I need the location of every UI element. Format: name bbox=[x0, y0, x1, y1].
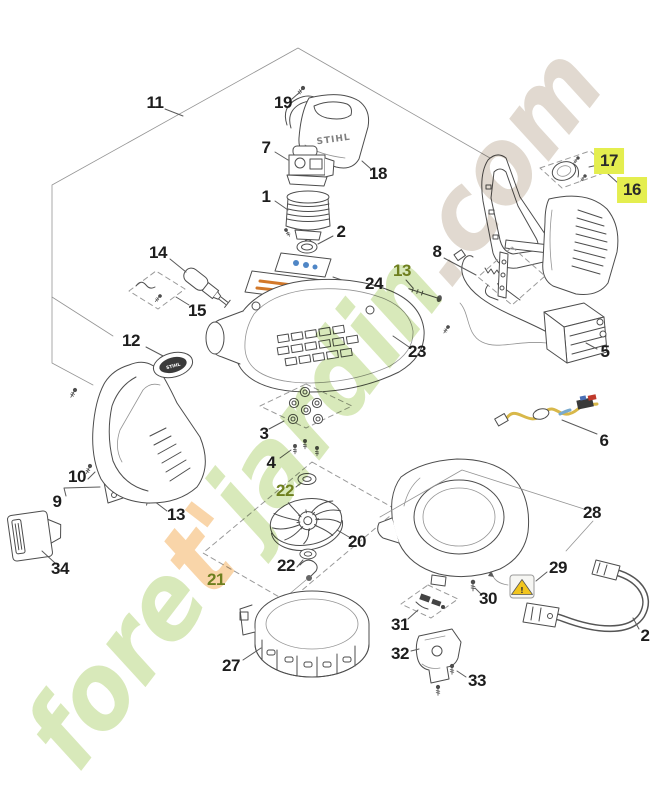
part-label-19: 19 bbox=[274, 93, 292, 112]
part-label-28: 28 bbox=[583, 503, 601, 522]
part-12-fuel-cap: STIHL bbox=[152, 351, 194, 379]
part-label-29: 29 bbox=[549, 558, 567, 577]
part-19-screw bbox=[291, 84, 307, 100]
part-label-7: 7 bbox=[261, 138, 271, 157]
part-label-5: 5 bbox=[600, 342, 610, 361]
part-left-housing-shell bbox=[68, 361, 206, 504]
part-23-main-housing bbox=[205, 278, 425, 393]
part-label-1: 1 bbox=[261, 187, 271, 206]
part-label-3: 3 bbox=[259, 424, 269, 443]
part-label-9: 9 bbox=[52, 492, 62, 511]
part-5-control-module bbox=[453, 249, 608, 364]
part-label-31: 31 bbox=[391, 615, 409, 634]
part-3-grommets-box bbox=[259, 383, 353, 430]
part-label-22-upper: 22 bbox=[276, 481, 294, 500]
part-30-screw bbox=[470, 579, 482, 595]
part-label-2-bottom: 2 bbox=[640, 626, 650, 645]
part-label-4: 4 bbox=[266, 453, 276, 472]
part-29-warning-sticker: ! bbox=[488, 571, 548, 599]
part-16-17-cap-box bbox=[539, 150, 620, 189]
part-8-trigger-parts-box bbox=[443, 246, 546, 306]
part-label-12: 12 bbox=[122, 331, 140, 350]
part-15-clips-box bbox=[128, 270, 190, 310]
part-label-13-mid: 13 bbox=[393, 261, 411, 280]
part-1-engine bbox=[274, 190, 331, 247]
part-7-carburetor bbox=[274, 145, 335, 187]
group-11-outline bbox=[51, 47, 491, 386]
part-label-20: 20 bbox=[348, 532, 366, 551]
part-label-33: 33 bbox=[468, 671, 486, 690]
part-label-32: 32 bbox=[391, 644, 409, 663]
part-22-washer-lower bbox=[286, 548, 318, 597]
part-22-washer-upper bbox=[295, 473, 317, 488]
part-20-fan-wheel bbox=[269, 498, 350, 551]
part-label-11: 11 bbox=[146, 93, 164, 112]
part-2-gasket bbox=[296, 235, 334, 254]
part-label-27: 27 bbox=[222, 656, 240, 675]
part-right-housing bbox=[377, 458, 594, 587]
part-label-21: 21 bbox=[207, 570, 225, 589]
part-label-16: 16 bbox=[617, 177, 647, 203]
part-27-ring bbox=[239, 590, 370, 678]
part-label-6: 6 bbox=[599, 431, 609, 450]
part-label-22-lower: 22 bbox=[277, 556, 295, 575]
part-label-2-top: 2 bbox=[336, 222, 346, 241]
part-trigger-assembly bbox=[481, 154, 619, 295]
part-33-screws bbox=[435, 663, 467, 696]
cover-brand-text: STIHL bbox=[316, 133, 351, 148]
warning-exclamation-glyph: ! bbox=[520, 586, 524, 595]
part-label-8: 8 bbox=[432, 242, 442, 261]
part-label-23: 23 bbox=[408, 342, 426, 361]
part-14-spark-plug bbox=[169, 258, 231, 308]
part-34-module-box bbox=[7, 510, 62, 564]
part-label-17: 17 bbox=[594, 148, 624, 174]
part-label-10: 10 bbox=[68, 467, 86, 486]
part-6-wire-harness bbox=[494, 394, 599, 435]
part-label-15: 15 bbox=[188, 301, 206, 320]
part-label-24: 24 bbox=[365, 274, 383, 293]
cap-brand-text: STIHL bbox=[166, 362, 182, 372]
part-label-34: 34 bbox=[51, 559, 69, 578]
part-label-14: 14 bbox=[149, 243, 167, 262]
group-21-box bbox=[202, 461, 398, 603]
part-4-screws bbox=[279, 438, 320, 459]
part-32-bracket bbox=[410, 628, 462, 684]
part-label-18: 18 bbox=[369, 164, 387, 183]
part-31-switch-box bbox=[400, 584, 459, 620]
part-label-30: 30 bbox=[479, 589, 497, 608]
part-13-screw-mid bbox=[405, 279, 451, 335]
part-label-13-left: 13 bbox=[167, 505, 185, 524]
part-2-cable bbox=[522, 559, 650, 633]
